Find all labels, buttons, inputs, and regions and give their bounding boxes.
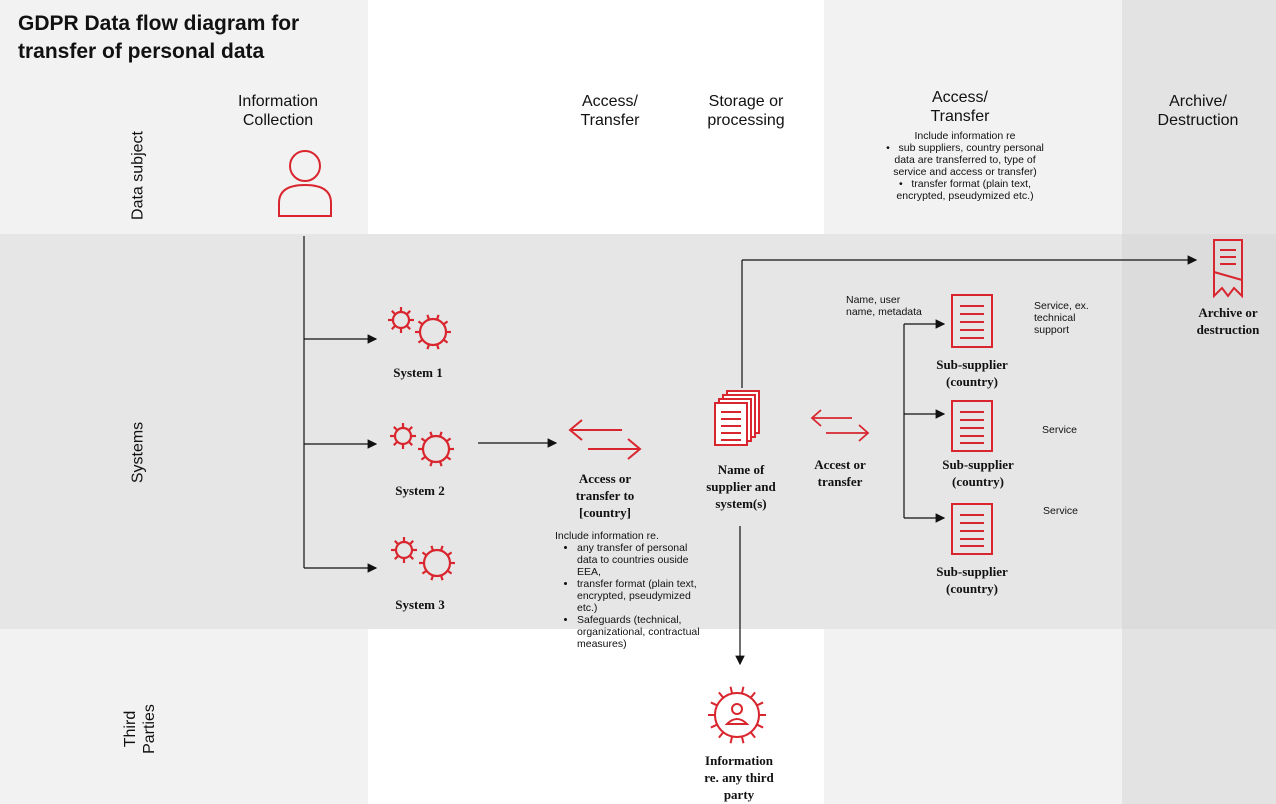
system-2-label: System 2 <box>395 483 445 498</box>
archive-label: Archive or destruction <box>1196 305 1260 337</box>
column-header-storage: Storage or processing <box>707 93 785 129</box>
column-header-collection: Information Collection <box>237 93 319 129</box>
third-lane-left <box>0 629 368 804</box>
third-lane-access2 <box>824 629 1122 804</box>
sub-supplier-a-label: Sub-supplier (country) <box>936 357 1008 389</box>
system-1-gears-icon <box>388 307 451 350</box>
page-title: GDPR Data flow diagram for transfer of p… <box>18 12 300 63</box>
system-2-gears-icon <box>390 423 454 467</box>
access-note-bullet: Safeguards (technical, organizational, c… <box>577 614 705 650</box>
access2-note-bullet: • sub suppliers, country personal data a… <box>886 142 1044 178</box>
service-b-label: Service <box>1042 424 1078 436</box>
access-note: Include information re. any transfer of … <box>555 530 705 650</box>
third-lane-mid <box>368 629 824 804</box>
data-note: Name, user name, metadata <box>846 294 922 318</box>
system-1-label: System 1 <box>393 365 443 380</box>
column-header-archive: Archive/ Destruction <box>1157 93 1239 129</box>
access2-note: Include information re • sub suppliers, … <box>880 130 1050 202</box>
access-note-bullet: transfer format (plain text, encrypted, … <box>577 578 705 614</box>
systems-lane-band <box>0 234 1122 629</box>
column-header-access-2: Access/ Transfer <box>930 89 990 125</box>
document-icon <box>951 294 993 348</box>
access-transfer-label: Access or transfer to [country] <box>575 471 635 520</box>
person-icon <box>278 150 332 217</box>
access-transfer-arrows-icon <box>568 419 642 460</box>
supplier-label: Name of supplier and system(s) <box>706 462 776 511</box>
column-band-left <box>0 0 368 234</box>
document-icon <box>951 400 993 452</box>
third-lane-archive <box>1122 629 1276 804</box>
system-3-label: System 3 <box>395 597 445 612</box>
access-note-bullet: any transfer of personal data to countri… <box>577 542 705 578</box>
document-stack-icon <box>714 390 760 446</box>
column-header-access: Access/ Transfer <box>580 93 640 129</box>
shredded-document-icon <box>1213 239 1243 299</box>
accest-transfer-arrows-icon <box>810 409 870 442</box>
document-icon <box>951 503 993 555</box>
access2-note-bullet: • transfer format (plain text, encrypted… <box>896 178 1034 202</box>
system-3-gears-icon <box>391 537 455 581</box>
access-note-intro: Include information re. <box>555 530 659 542</box>
service-a-label: Service, ex. technical support <box>1034 300 1089 336</box>
accest-label: Accest or transfer <box>814 457 866 489</box>
third-party-icon <box>708 686 766 744</box>
sub-supplier-c-label: Sub-supplier (country) <box>936 564 1008 596</box>
column-band-access <box>368 0 824 234</box>
sub-supplier-b-label: Sub-supplier (country) <box>942 457 1014 489</box>
service-c-label: Service <box>1043 505 1079 517</box>
access2-note-intro: Include information re <box>914 130 1016 142</box>
column-band-access2 <box>824 0 1122 234</box>
third-party-label: Information re. any third party <box>704 753 774 802</box>
systems-lane-band-archive <box>1122 234 1276 629</box>
column-band-archive <box>1122 0 1276 234</box>
